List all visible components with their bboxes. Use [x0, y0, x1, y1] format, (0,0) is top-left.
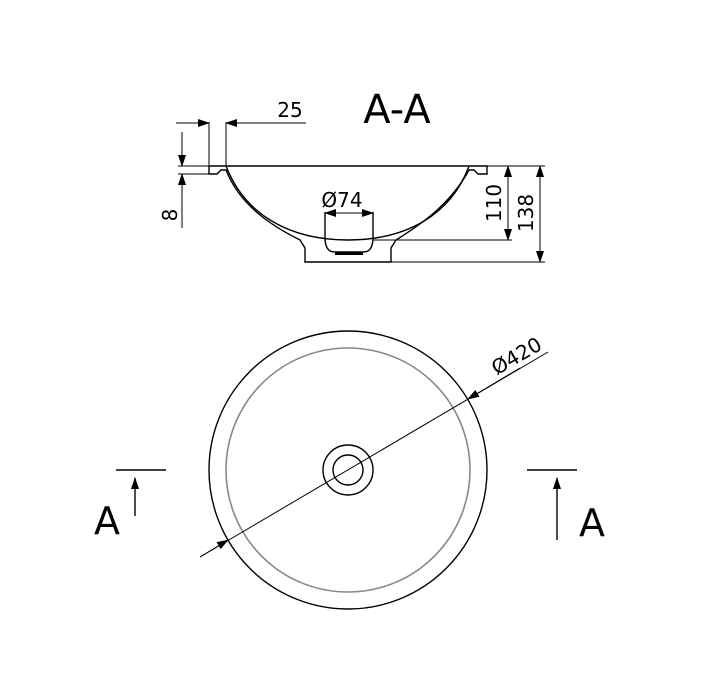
section-mark-right: A [527, 469, 605, 545]
section-view: A-A 25 8 Ø74 110 138 [158, 87, 545, 263]
dim-rim-thickness: 8 [158, 209, 182, 222]
basin-section-outline [208, 165, 488, 263]
plan-view: Ø420 A A [94, 330, 605, 610]
basin-inner-circle [225, 347, 471, 593]
basin-outer-circle [208, 330, 488, 610]
drain-outer-circle [322, 444, 374, 496]
section-mark-left: A [94, 469, 166, 543]
dim-drain-diameter: Ø74 [321, 188, 362, 212]
dim-basin-diameter: Ø420 [487, 332, 546, 380]
drain-inner-circle [332, 454, 364, 486]
drain-section [324, 212, 374, 253]
dim-total-height: 138 [514, 194, 538, 232]
section-label-left: A [94, 499, 120, 543]
section-label-right: A [579, 501, 605, 545]
dim-rim-width: 25 [277, 98, 302, 122]
drain-bottom [335, 252, 363, 255]
section-title: A-A [363, 87, 431, 133]
dim-bowl-depth: 110 [482, 184, 506, 222]
basin-inner-curve [225, 165, 470, 241]
